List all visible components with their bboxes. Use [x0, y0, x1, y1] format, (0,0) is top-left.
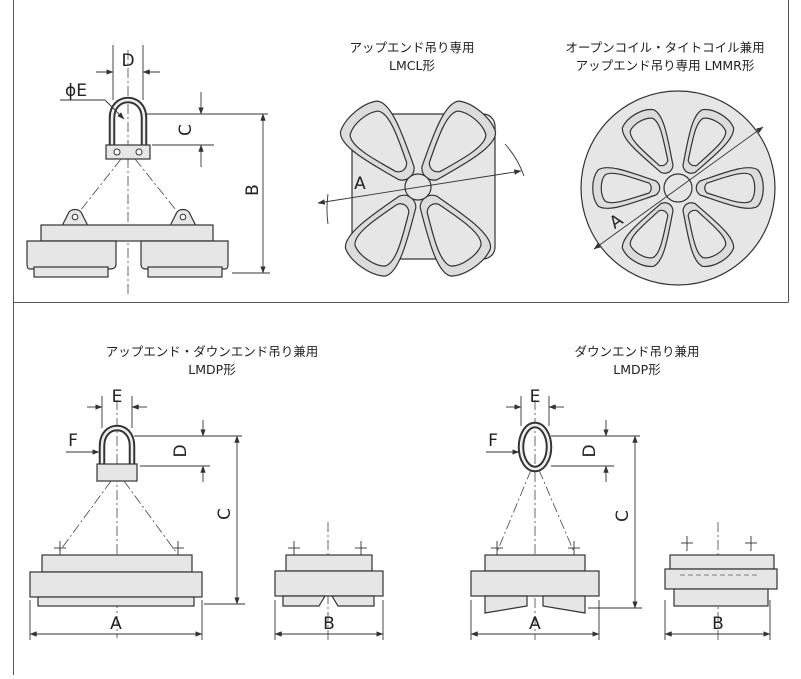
lmdp-updown-side-view	[274, 522, 384, 640]
lmmr-caption-line1: オープンコイル・タイトコイル兼用	[565, 40, 764, 55]
up-dim-F: F	[68, 431, 78, 451]
down-dim-A: A	[529, 614, 541, 634]
lmdp-down-caption-line1: ダウンエンド吊り兼用	[574, 344, 699, 359]
lmdp-down-side-view	[664, 522, 778, 640]
down-dim-C: C	[613, 510, 633, 522]
shackle-dim-phiE: ϕE	[65, 81, 87, 101]
lmmr-caption-line2: アップエンド吊り専用 LMMR形	[576, 58, 755, 73]
lmdp-updown-caption-line1: アップエンド・ダウンエンド吊り兼用	[106, 344, 319, 359]
lmdp-down-caption-line2: LMDP形	[613, 362, 661, 377]
up-side-dim-B: B	[323, 614, 335, 634]
lmcl-caption-line2: LMCL形	[389, 58, 435, 73]
lmmr-plan-view	[580, 90, 776, 286]
shackle-dim-C: C	[176, 124, 196, 136]
down-dim-D: D	[580, 444, 600, 457]
lmcl-caption-line1: アップエンド吊り専用	[349, 40, 474, 55]
up-dim-E: E	[112, 387, 123, 407]
up-dim-A: A	[110, 614, 122, 634]
up-dim-C: C	[215, 508, 235, 520]
down-side-dim-B: B	[712, 614, 724, 634]
lmdp-updown-front-view	[29, 396, 245, 640]
up-dim-D: D	[171, 444, 191, 457]
shackle-dim-D: D	[121, 51, 134, 71]
shackle-dim-B: B	[243, 184, 263, 196]
down-dim-F: F	[488, 431, 498, 451]
lmdp-down-front-view	[470, 396, 642, 640]
lmcl-dim-A: A	[354, 174, 366, 194]
shackle-lifter-view	[26, 45, 270, 296]
lmdp-updown-caption-line2: LMDP形	[188, 362, 236, 377]
lmcl-plan-view	[317, 93, 525, 284]
down-dim-E: E	[530, 387, 541, 407]
